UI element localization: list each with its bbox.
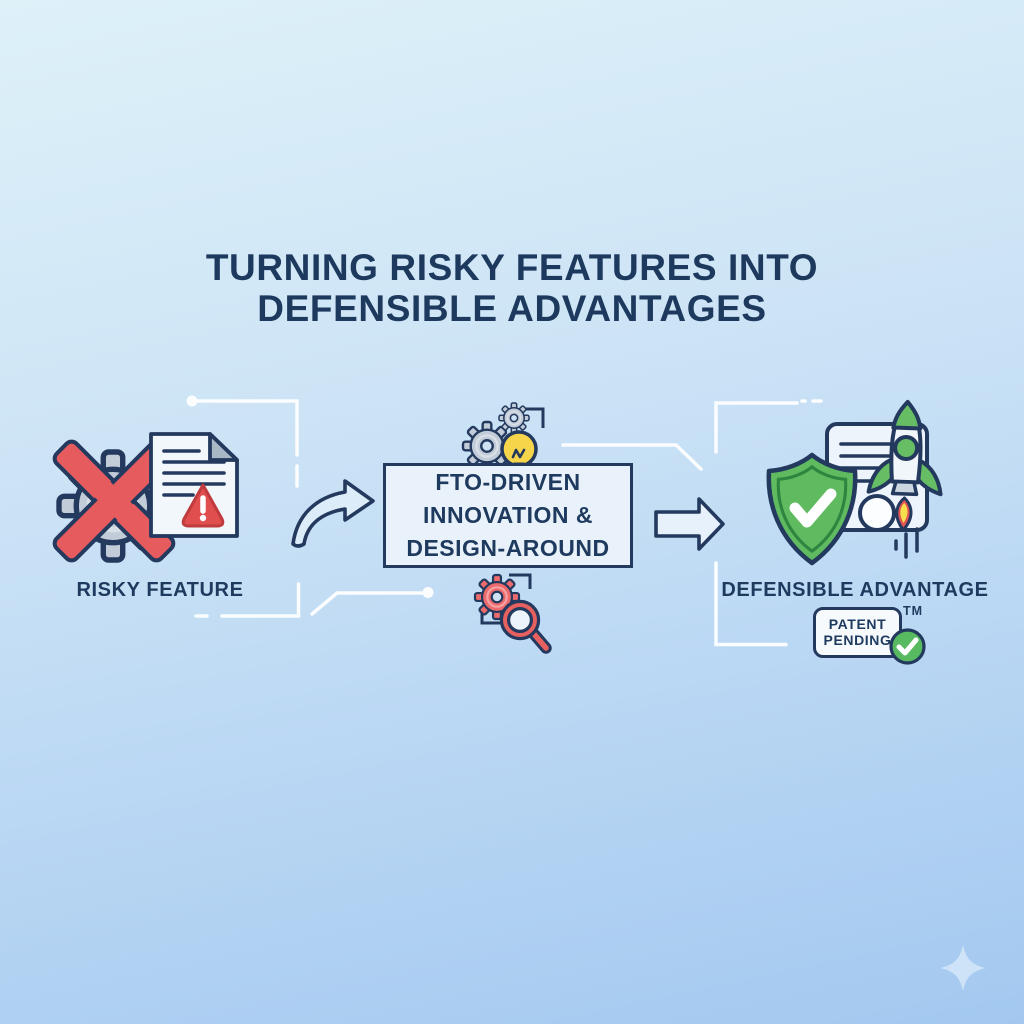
speed-lines-icon xyxy=(894,527,919,559)
magnifier-icon xyxy=(499,599,552,654)
check-circle-icon xyxy=(889,628,926,665)
title-line-2: DEFENSIBLE ADVANTAGES xyxy=(257,288,767,329)
process-line-2: INNOVATION & xyxy=(423,502,593,528)
rocket-icon xyxy=(866,400,943,532)
process-line-3: DESIGN-AROUND xyxy=(406,535,610,561)
bracket-icon xyxy=(524,407,545,428)
sparkle-icon xyxy=(940,945,986,991)
title-line-1: TURNING RISKY FEATURES INTO xyxy=(205,247,819,288)
process-line-1: FTO-DRIVEN xyxy=(435,469,581,495)
defensible-advantage-icon xyxy=(766,400,943,566)
defensible-advantage-label: DEFENSIBLE ADVANTAGE xyxy=(721,579,989,601)
patent-pending-badge: PATENT PENDING xyxy=(813,607,902,658)
bracket-icon xyxy=(509,573,532,589)
cross-x-icon xyxy=(52,439,176,563)
risky-feature-label: RISKY FEATURE xyxy=(76,579,244,601)
gear-magnifier-icon xyxy=(473,573,552,654)
shield-check-icon xyxy=(766,452,858,566)
seal-circle-icon xyxy=(858,494,896,532)
process-box: FTO-DRIVEN INNOVATION & DESIGN-AROUND xyxy=(383,463,633,568)
badge-line-2: PENDING xyxy=(823,631,892,648)
warning-triangle-icon xyxy=(181,483,225,528)
badge-line-1: PATENT xyxy=(828,616,887,632)
warning-document-icon xyxy=(149,432,239,538)
trademark-symbol: TM xyxy=(903,604,924,618)
circuit-connector-lines xyxy=(186,395,823,647)
page-title: TURNING RISKY FEATURES INTO DEFENSIBLE A… xyxy=(0,247,1024,329)
straight-arrow xyxy=(654,497,725,551)
risky-feature-icon xyxy=(52,432,239,563)
curved-arrow xyxy=(291,479,375,548)
